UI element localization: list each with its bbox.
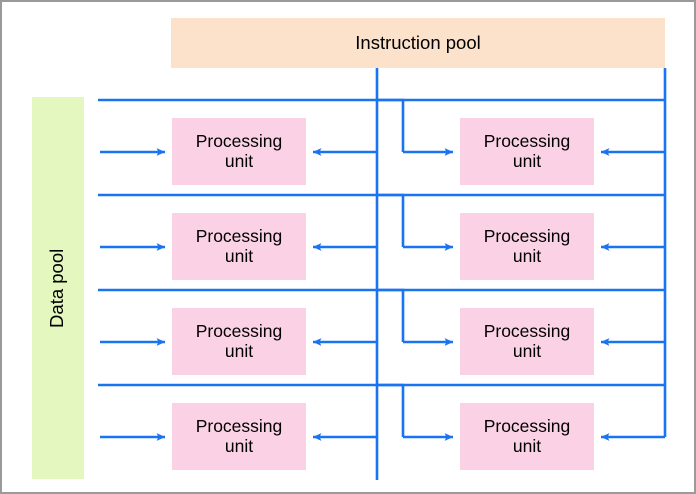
data-pool-block[interactable]: Data pool <box>32 97 84 479</box>
processing-unit-label: Processing unit <box>195 415 283 456</box>
processing-unit-right-3[interactable]: Processing unit <box>460 308 594 375</box>
processing-unit-label: Processing unit <box>483 130 571 171</box>
processing-unit-left-2[interactable]: Processing unit <box>172 213 306 280</box>
instruction-pool-label: Instruction pool <box>355 31 481 53</box>
processing-unit-right-1[interactable]: Processing unit <box>460 118 594 185</box>
instruction-branch-elbow-row-1 <box>377 98 405 152</box>
instruction-pool-block[interactable]: Instruction pool <box>171 18 665 68</box>
processing-unit-label: Processing unit <box>195 130 283 171</box>
processing-unit-left-1[interactable]: Processing unit <box>172 118 306 185</box>
processing-unit-label: Processing unit <box>195 320 283 361</box>
processing-unit-label: Processing unit <box>483 225 571 266</box>
instruction-branch-elbow-row-3 <box>377 288 405 342</box>
data-pool-label: Data pool <box>46 248 68 328</box>
processing-unit-right-4[interactable]: Processing unit <box>460 403 594 470</box>
instruction-branch-elbow-row-4 <box>377 383 405 437</box>
processing-unit-label: Processing unit <box>483 320 571 361</box>
processing-unit-left-4[interactable]: Processing unit <box>172 403 306 470</box>
processing-unit-label: Processing unit <box>195 225 283 266</box>
processing-unit-right-2[interactable]: Processing unit <box>460 213 594 280</box>
processing-unit-label: Processing unit <box>483 415 571 456</box>
instruction-branch-elbow-row-2 <box>377 193 405 247</box>
processing-unit-left-3[interactable]: Processing unit <box>172 308 306 375</box>
